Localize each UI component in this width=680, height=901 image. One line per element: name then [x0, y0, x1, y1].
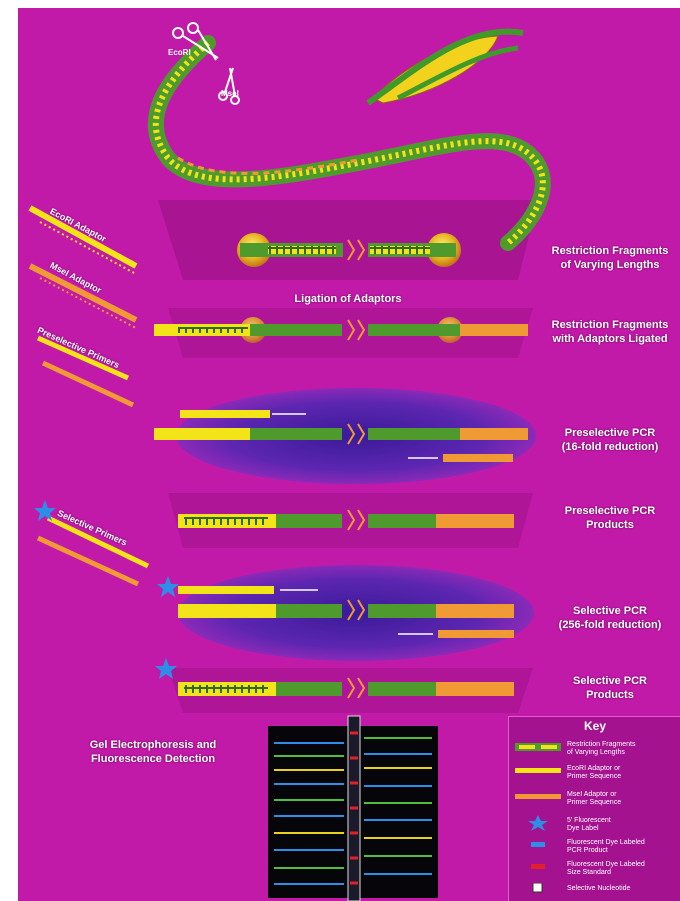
- star-icon: [515, 815, 561, 831]
- pcr-product-swatch: [515, 841, 561, 849]
- corn-cob-icon: [368, 32, 523, 103]
- ecori-swatch: [515, 767, 561, 775]
- step-selective-pcr: Selective PCR(256-fold reduction): [540, 604, 680, 632]
- enzyme-ecori-label: EcoRI: [168, 48, 191, 57]
- selective-pcr-row: [178, 565, 534, 661]
- fragment-swatch: [515, 741, 561, 753]
- star-icon: [157, 576, 179, 597]
- ligation-label: Ligation of Adaptors: [278, 292, 418, 306]
- selective-nucleotide-swatch: [515, 883, 561, 893]
- gel-electrophoresis-label: Gel Electrophoresis and Fluorescence Det…: [78, 738, 228, 766]
- preselective-pcr-row: [154, 388, 536, 484]
- enzyme-msei-label: MseI: [221, 89, 239, 98]
- ecori-adaptor-graphic: [30, 208, 136, 274]
- key-title: Key: [509, 719, 680, 733]
- aflp-diagram: EcoRI MseI EcoRI Adaptor MseI Adaptor Pr…: [18, 8, 680, 901]
- msei-swatch: [515, 793, 561, 801]
- step-preselective-pcr: Preselective PCR(16-fold reduction): [540, 426, 680, 454]
- size-standard-swatch: [515, 863, 561, 871]
- gel-image: [268, 716, 438, 901]
- key-item-selective-nucleotide: Selective Nucleotide: [567, 885, 679, 893]
